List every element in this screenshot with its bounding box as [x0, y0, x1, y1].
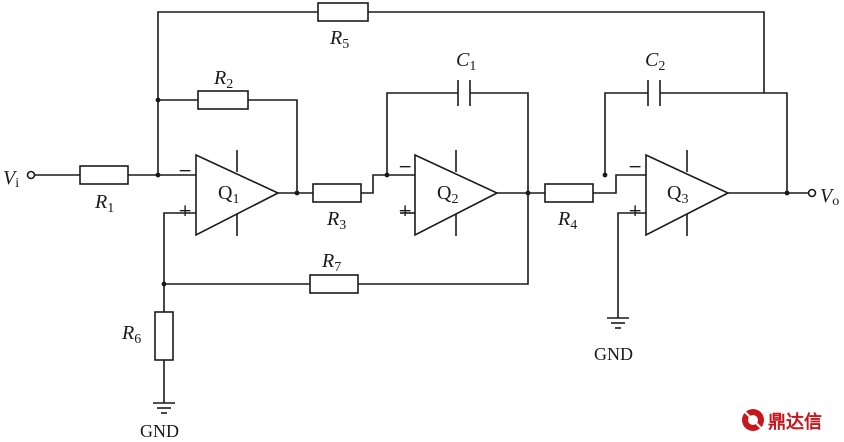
q2-plus-sign: +	[398, 201, 412, 221]
resistor-r5	[317, 2, 369, 22]
label-c1: C1	[456, 49, 476, 74]
resistor-r6	[154, 311, 174, 361]
input-label: Vi	[3, 167, 19, 191]
label-q1: Q1	[218, 182, 239, 207]
capacitor-c2	[647, 80, 661, 106]
ground-symbol-left	[153, 402, 175, 414]
label-r7: R7	[321, 250, 341, 275]
label-q2: Q2	[437, 182, 458, 207]
opamp-q1	[195, 150, 280, 237]
ground-label-left: GND	[140, 421, 179, 441]
output-label: Vo	[820, 185, 839, 209]
wires	[35, 11, 808, 403]
ground-symbol-right	[607, 317, 629, 329]
resistor-r4	[544, 183, 594, 203]
label-r6: R6	[121, 322, 141, 347]
q2-minus-sign: −	[398, 157, 412, 177]
junction-dots	[155, 97, 790, 287]
label-r4: R4	[557, 208, 577, 233]
watermark-logo: 鼎达信	[742, 409, 822, 433]
q3-minus-sign: −	[628, 157, 642, 177]
q3-plus-sign: +	[628, 201, 642, 221]
label-r3: R3	[326, 208, 346, 233]
watermark-text: 鼎达信	[768, 411, 822, 433]
q1-plus-sign: +	[178, 201, 192, 221]
opamp-q2	[414, 150, 499, 237]
output-terminal	[807, 188, 817, 198]
label-q3: Q3	[667, 182, 688, 207]
opamp-q3	[645, 150, 730, 237]
resistor-r3	[312, 183, 362, 203]
label-r2: R2	[213, 67, 233, 92]
capacitor-c1	[457, 80, 471, 106]
input-terminal	[26, 170, 36, 180]
q1-minus-sign: −	[178, 161, 192, 181]
ground-label-right: GND	[594, 344, 633, 364]
resistor-r7	[309, 274, 359, 294]
label-r1: R1	[94, 191, 114, 216]
label-r5: R5	[329, 27, 349, 52]
resistor-r2	[197, 90, 249, 110]
resistor-r1	[79, 165, 129, 185]
label-c2: C2	[645, 49, 665, 74]
